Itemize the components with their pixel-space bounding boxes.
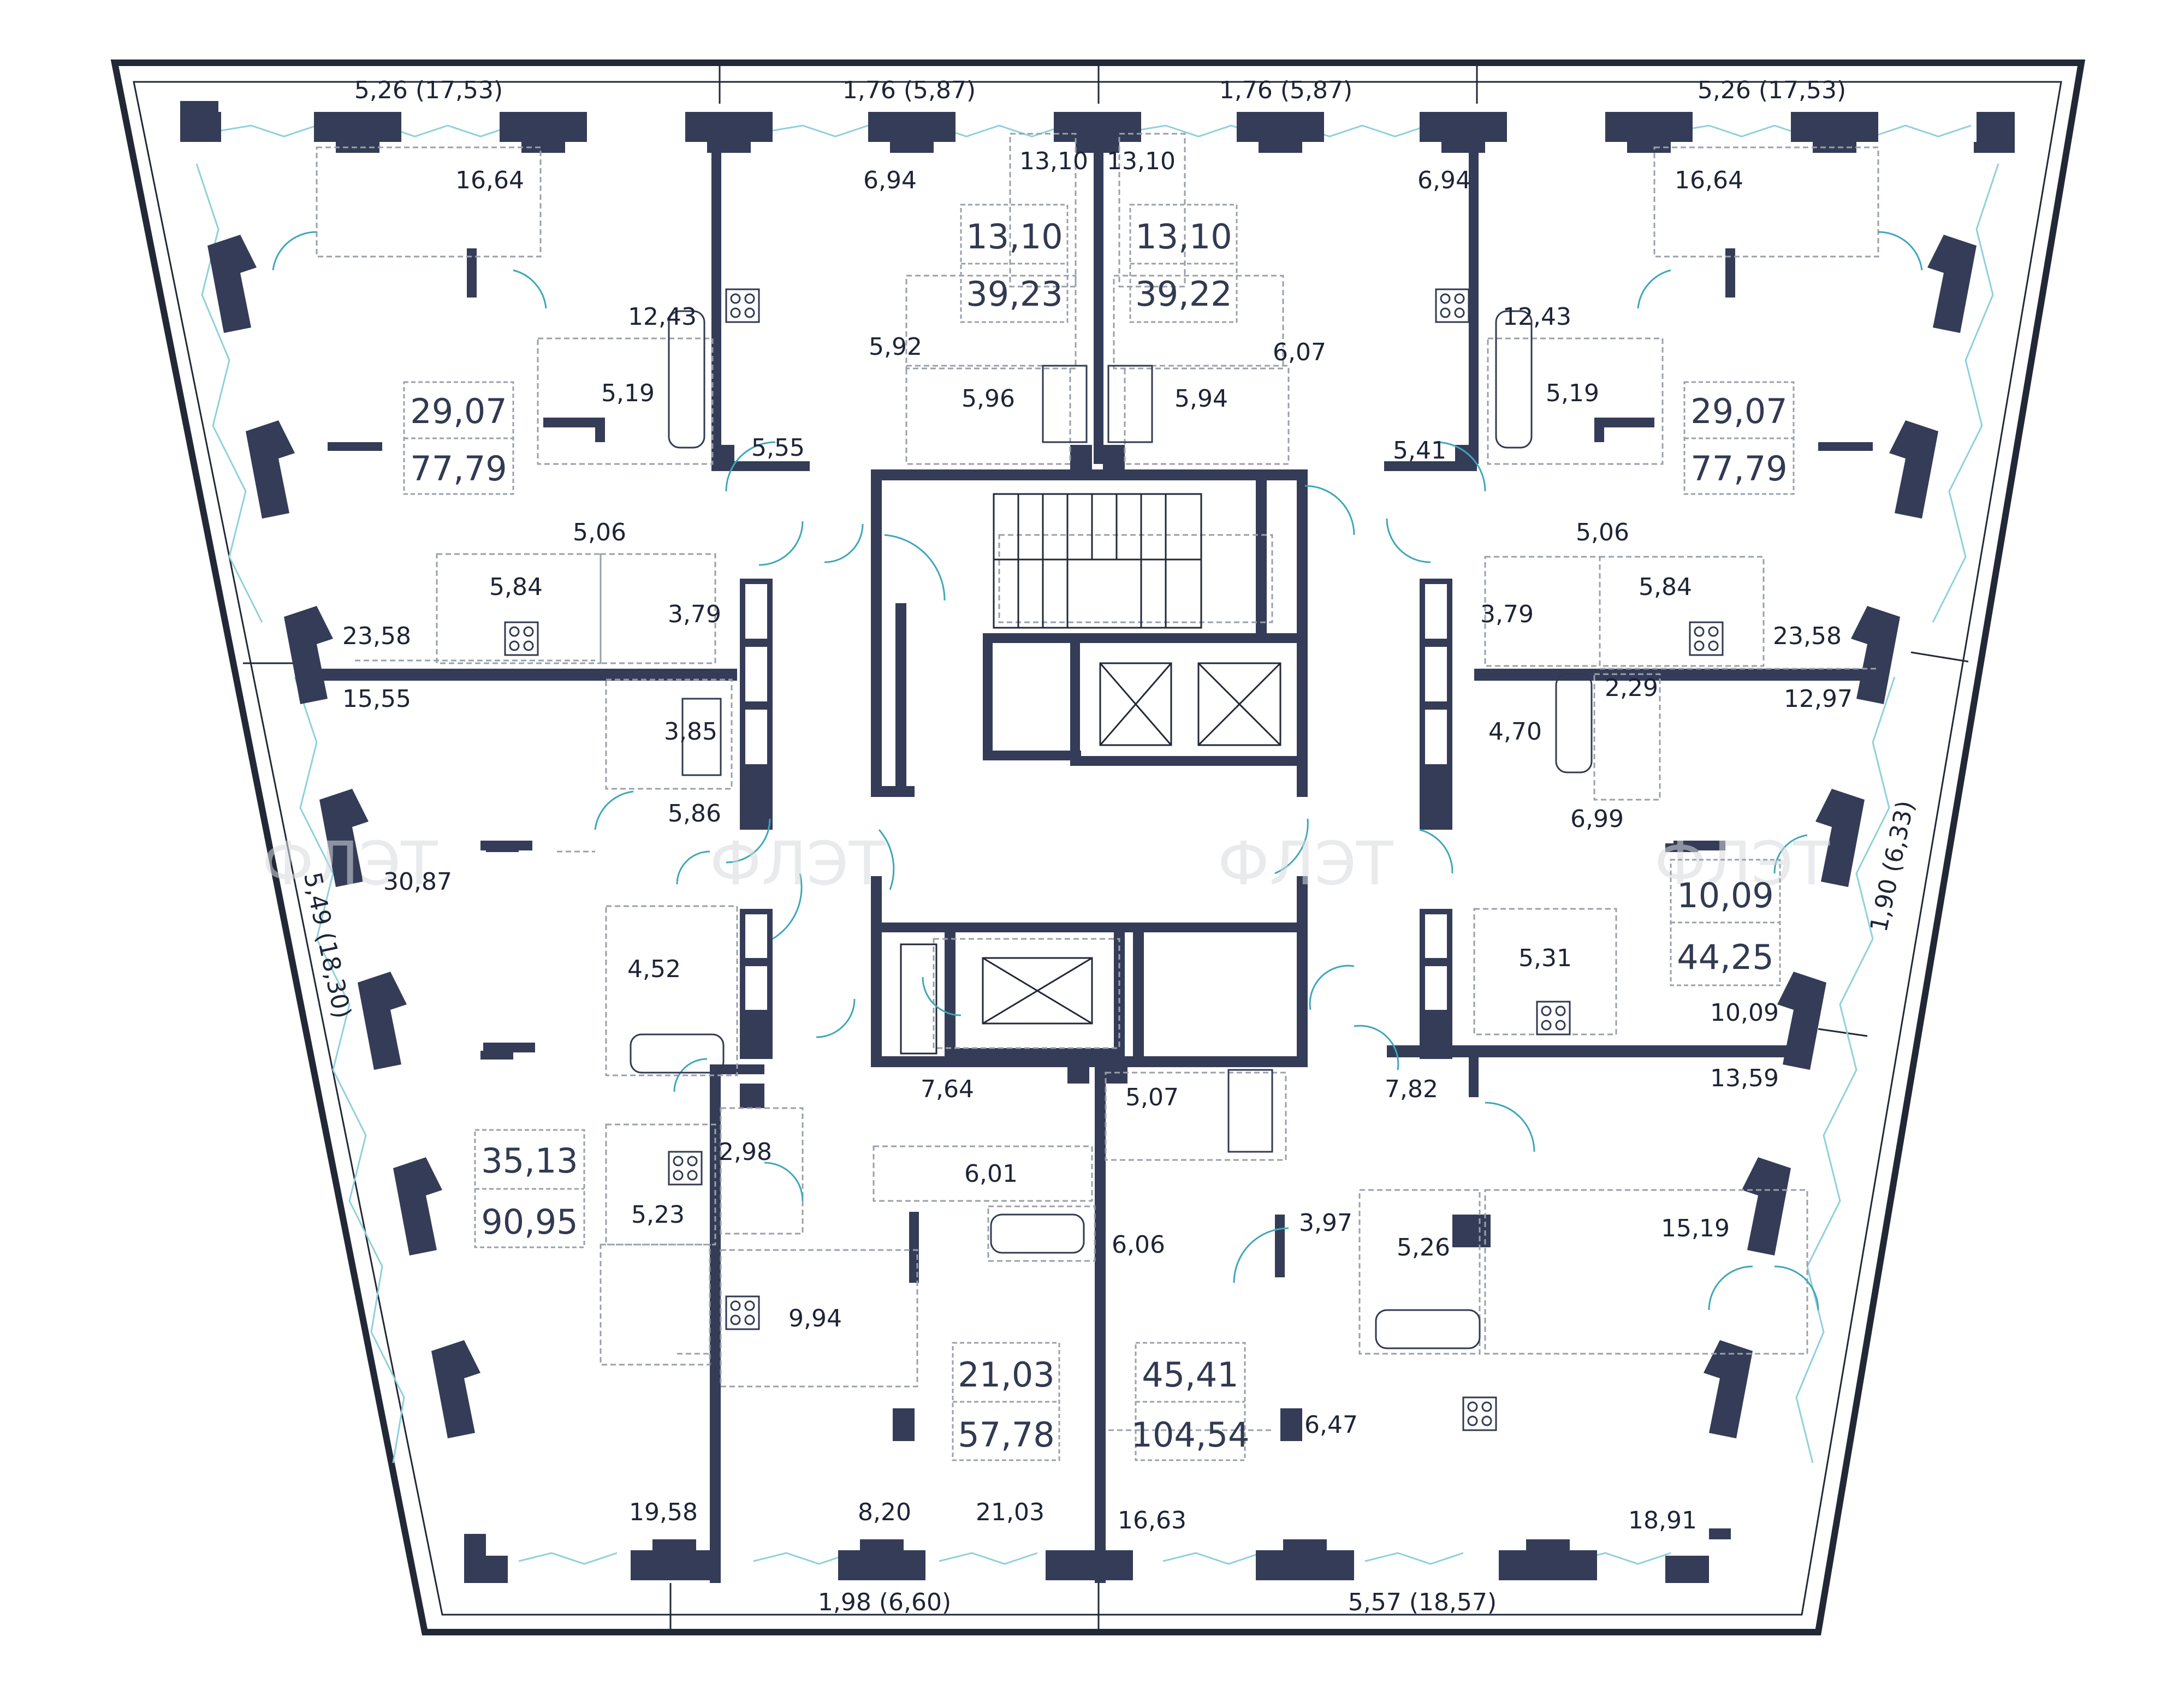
apt-living-area: 13,10 (966, 217, 1063, 257)
area-boxes (403, 204, 1795, 1461)
room-area: 21,03 (976, 1498, 1044, 1526)
room-area: 5,31 (1518, 944, 1572, 972)
apt-total-area: 90,95 (481, 1202, 578, 1242)
room-area: 5,26 (1397, 1234, 1450, 1261)
room-area: 3,85 (664, 718, 717, 746)
room-area: 5,41 (1393, 437, 1446, 465)
apt-total-area: 57,78 (958, 1415, 1055, 1455)
room-area: 6,06 (1112, 1231, 1165, 1259)
room-area: 5,84 (489, 573, 543, 601)
svg-text:ФЛЭТ: ФЛЭТ (710, 829, 886, 898)
svg-text:ФЛЭТ: ФЛЭТ (262, 829, 438, 898)
dimension-lines (243, 63, 1969, 1632)
apt-total-area: 77,79 (410, 449, 507, 489)
top-dimension: 5,26 (17,53) (1698, 76, 1846, 104)
room-area: 5,86 (668, 800, 721, 828)
room-area: 30,87 (383, 868, 452, 896)
room-area: 15,55 (342, 685, 411, 713)
doors (272, 231, 1923, 1311)
room-area: 9,94 (788, 1305, 842, 1332)
room-area: 23,58 (342, 622, 411, 650)
room-area: 5,06 (573, 519, 626, 546)
bottom-dimension: 1,98 (6,60) (818, 1588, 951, 1616)
apt-living-area: 13,10 (1135, 217, 1232, 257)
room-area: 13,10 (1107, 147, 1176, 175)
room-area: 6,99 (1570, 805, 1624, 833)
room-area: 2,29 (1605, 674, 1658, 702)
room-area: 5,55 (751, 434, 805, 462)
room-area: 18,91 (1628, 1507, 1697, 1534)
top-dimension: 1,76 (5,87) (1219, 76, 1352, 104)
room-labels: 16,64 12,43 5,19 5,06 5,84 3,79 23,58 15… (342, 147, 1853, 1534)
apt-total-area: 77,79 (1690, 449, 1788, 489)
room-area: 12,43 (628, 303, 697, 331)
top-dimension: 5,26 (17,53) (354, 76, 503, 104)
room-area: 5,92 (869, 333, 922, 361)
room-area: 3,79 (668, 600, 721, 628)
room-area: 15,19 (1661, 1215, 1730, 1242)
room-area: 23,58 (1773, 622, 1842, 650)
apt-living-area: 21,03 (958, 1355, 1055, 1395)
building-outline (110, 59, 2086, 1635)
apt-total-area: 39,22 (1135, 274, 1232, 314)
room-area: 7,64 (921, 1075, 974, 1103)
core-details (900, 493, 1281, 1055)
bathtub-icons (630, 310, 1593, 1349)
facade-columns (180, 101, 2015, 1583)
svg-text:ФЛЭТ: ФЛЭТ (1654, 829, 1830, 898)
room-area: 16,64 (455, 166, 524, 194)
room-area: 6,94 (1417, 166, 1471, 194)
room-area: 7,82 (1385, 1075, 1438, 1103)
room-area: 4,70 (1488, 718, 1542, 746)
room-area: 10,09 (1710, 999, 1779, 1027)
room-area: 16,63 (1118, 1507, 1186, 1534)
room-area: 13,59 (1710, 1064, 1779, 1092)
apt-living-area: 29,07 (410, 391, 507, 431)
inner-outline (133, 81, 2062, 1616)
room-area: 5,19 (601, 379, 655, 407)
room-area: 4,52 (627, 955, 681, 983)
room-area: 5,96 (962, 385, 1015, 413)
room-area: 6,07 (1273, 338, 1326, 366)
room-area: 12,43 (1503, 303, 1571, 331)
room-area: 5,23 (631, 1201, 685, 1229)
room-area: 5,84 (1639, 573, 1692, 601)
apt-living-area: 10,09 (1677, 876, 1774, 915)
apt-total-area: 104,54 (1131, 1415, 1250, 1455)
area-labels: 29,07 77,79 13,10 39,23 13,10 39,22 29,0… (410, 217, 1788, 1455)
apt-total-area: 44,25 (1677, 937, 1774, 977)
top-dimension: 1,76 (5,87) (842, 76, 976, 104)
room-area: 6,47 (1304, 1411, 1358, 1439)
room-area: 5,19 (1546, 379, 1599, 407)
room-area: 8,20 (858, 1498, 911, 1526)
room-area: 2,98 (719, 1138, 772, 1166)
room-area: 5,06 (1576, 519, 1629, 546)
room-area: 3,97 (1299, 1209, 1352, 1237)
apt-living-area: 35,13 (481, 1141, 578, 1181)
apt-living-area: 45,41 (1142, 1355, 1239, 1395)
bottom-dimension: 5,57 (18,57) (1348, 1588, 1497, 1616)
apt-total-area: 39,23 (966, 274, 1063, 314)
room-area: 5,07 (1125, 1084, 1179, 1111)
partitions (316, 133, 1879, 1431)
room-area: 3,79 (1480, 600, 1534, 628)
room-area: 13,10 (1019, 147, 1088, 175)
right-dimension: 1,90 (6,33) (1865, 798, 1920, 935)
watermark: ФЛЭТ ФЛЭТ ФЛЭТ ФЛЭТ (262, 829, 1830, 898)
interior-walls (306, 147, 1878, 1583)
stove-icons (504, 288, 1724, 1431)
room-area: 16,64 (1675, 166, 1743, 194)
room-area: 6,94 (863, 166, 917, 194)
room-area: 5,94 (1174, 385, 1228, 413)
room-area: 6,01 (964, 1160, 1018, 1188)
svg-text:ФЛЭТ: ФЛЭТ (1218, 829, 1393, 898)
apt-living-area: 29,07 (1690, 391, 1788, 431)
room-area: 12,97 (1784, 685, 1853, 713)
room-area: 19,58 (629, 1498, 698, 1526)
